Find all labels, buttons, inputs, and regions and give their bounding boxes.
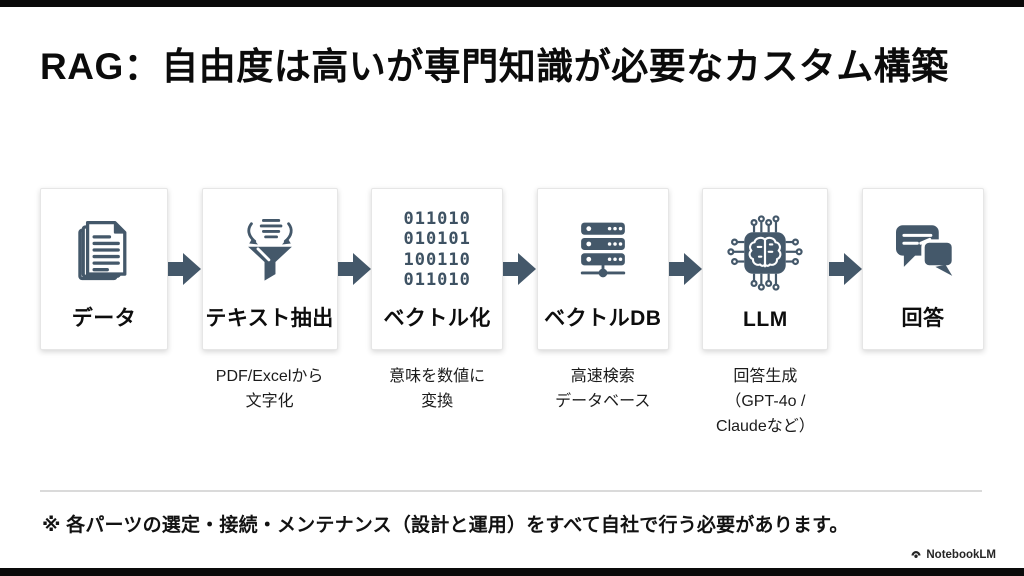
stage-card: テキスト抽出 <box>201 188 338 350</box>
stage-label: データ <box>71 307 137 330</box>
footer-divider <box>40 490 982 492</box>
stage-label: LLM <box>743 308 788 331</box>
database-icon <box>580 222 625 277</box>
flow-arrow <box>168 188 202 350</box>
arrow-right-icon <box>503 253 537 285</box>
stage-card: 回答 <box>861 188 984 350</box>
brand-badge: NotebookLM <box>910 549 996 561</box>
stage-label: ベクトルDB <box>544 307 662 330</box>
funnel-icon <box>246 218 293 281</box>
footnote: ※ 各パーツの選定・接続・メンテナンス（設計と運用）をすべて自社で行う必要があり… <box>42 515 849 536</box>
flow-arrow <box>503 188 537 350</box>
stage-card: データ <box>40 188 168 350</box>
flow-arrow <box>828 188 862 350</box>
arrow-right-icon <box>168 253 202 285</box>
brand-name: NotebookLM <box>926 549 996 561</box>
stage-card: LLM <box>702 188 829 350</box>
stage-label: テキスト抽出 <box>205 307 334 330</box>
letterbox-bottom <box>0 568 1024 576</box>
arrow-right-icon <box>828 253 862 285</box>
stage-caption: 回答生成 （GPT-4o / Claudeなど） <box>716 368 815 435</box>
stage-vector-db: ベクトルDB 高速検索 データベース <box>536 188 669 415</box>
flow-arrow <box>337 188 371 350</box>
stage-card: ベクトルDB <box>536 188 669 350</box>
arrow-right-icon <box>337 253 371 285</box>
chip-brain-icon <box>727 214 804 291</box>
stage-card: 011010 010101 100110 011010 ベクトル化 <box>371 188 504 350</box>
letterbox-top <box>0 0 1024 7</box>
stage-answer: 回答 <box>861 188 984 350</box>
stage-vectorize: 011010 010101 100110 011010 ベクトル化 意味を数値に… <box>371 188 504 415</box>
arrow-right-icon <box>669 253 703 285</box>
stage-caption: 意味を数値に 変換 <box>389 368 486 410</box>
flow-diagram: データ <box>40 188 984 439</box>
stage-label: 回答 <box>901 307 945 330</box>
stage-data: データ <box>40 188 168 350</box>
stage-llm: LLM 回答生成 （GPT-4o / Claudeなど） <box>702 188 829 439</box>
flow-arrow <box>669 188 703 350</box>
page-title: RAG：自由度は高いが専門知識が必要なカスタム構築 <box>40 46 949 87</box>
stage-label: ベクトル化 <box>383 307 491 330</box>
documents-icon <box>78 220 127 280</box>
stage-caption: PDF/Excelから 文字化 <box>215 368 324 410</box>
stage-caption: 高速検索 データベース <box>555 368 651 410</box>
chat-icon <box>895 224 956 276</box>
binary-icon: 011010 010101 100110 011010 <box>403 209 471 290</box>
notebooklm-logo-icon <box>911 551 921 558</box>
stage-text-extract: テキスト抽出 PDF/Excelから 文字化 <box>201 188 338 415</box>
